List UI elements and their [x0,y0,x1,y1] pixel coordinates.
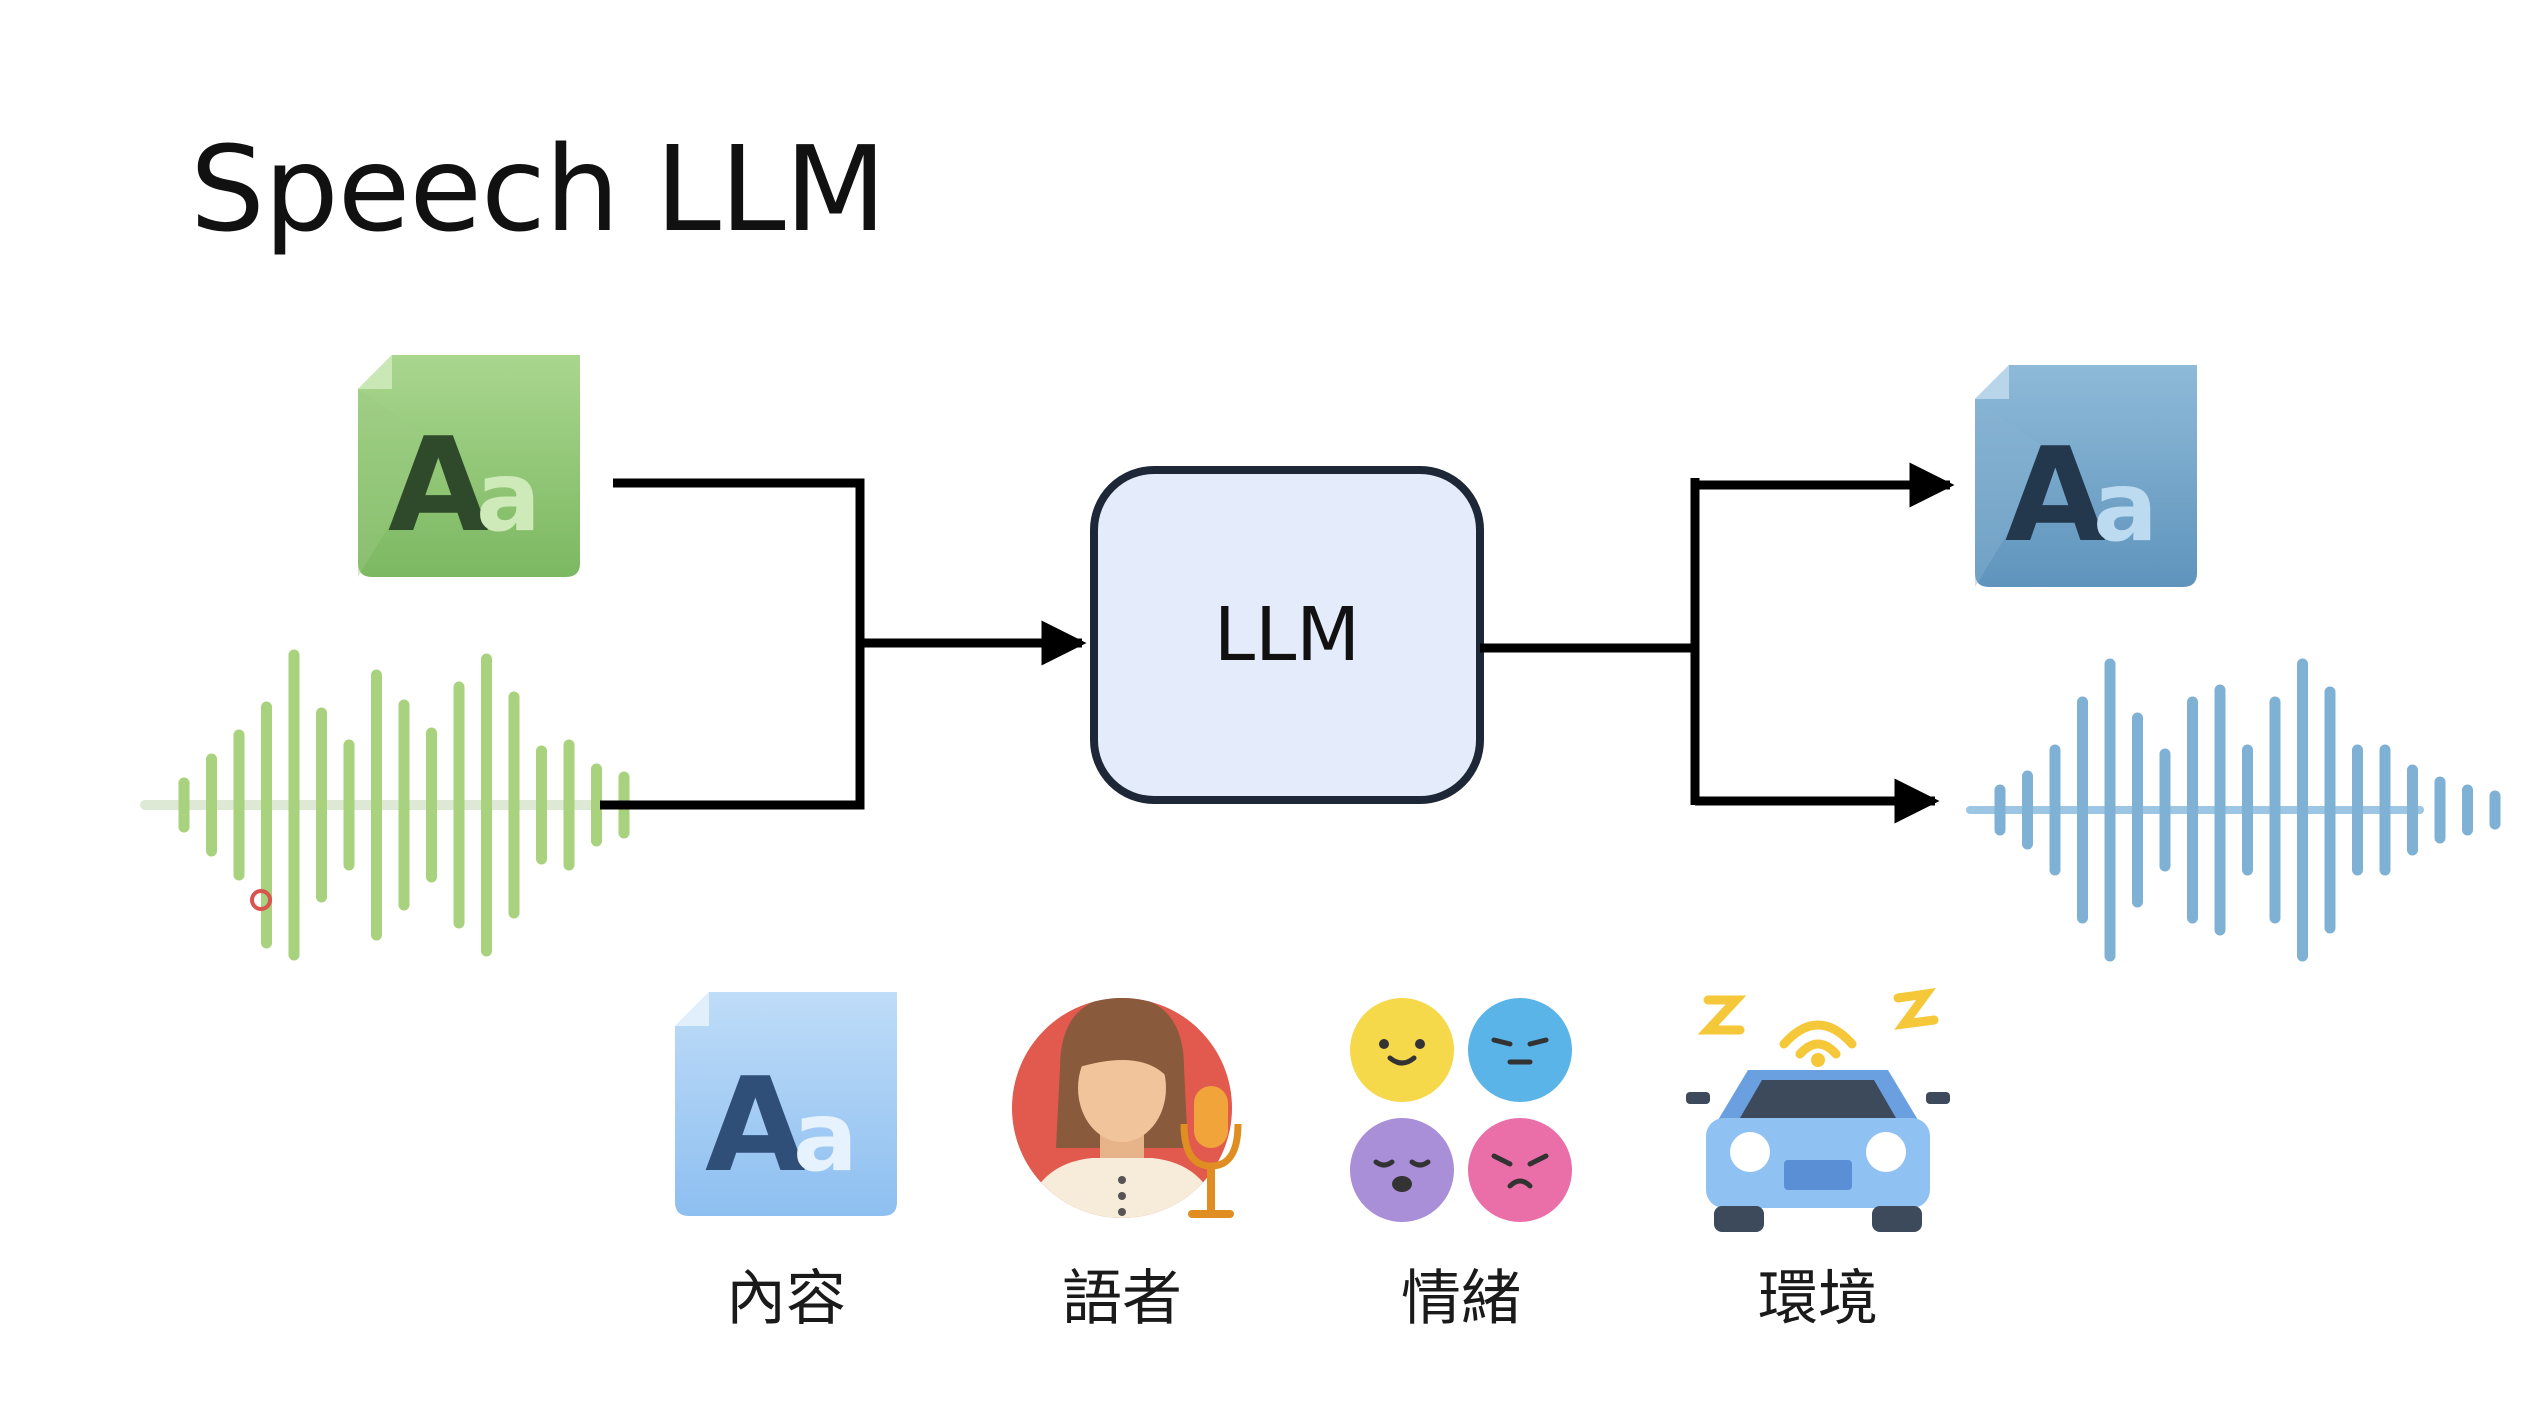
pointer-marker [250,889,272,911]
input-waveform-icon [140,649,630,961]
category-environment-label: 環境 [1758,1264,1878,1334]
output-text-document-icon: A a [1975,365,2197,587]
category-emotion-icon [1350,998,1572,1222]
input-text-document-icon: A a [358,355,580,577]
category-content-icon: A a [675,992,897,1216]
happy-face-icon [1350,998,1454,1102]
svg-text:a: a [476,441,541,553]
svg-text:A: A [388,409,489,561]
llm-label: LLM [1213,592,1361,678]
output-connector [1480,462,1955,824]
output-waveform-icon [1966,658,2501,962]
input-connector [600,478,1087,810]
category-emotion-label: 情緒 [1401,1264,1521,1334]
category-environment-icon [1686,988,1950,1232]
annoyed-face-icon [1468,998,1572,1102]
svg-text:A: A [2005,419,2106,571]
noise-lines-icon [1697,988,1939,1059]
angry-face-icon [1468,1118,1572,1222]
sad-face-icon [1350,1118,1454,1222]
page-title: Speech LLM [190,120,886,258]
category-content-label: 內容 [726,1264,846,1334]
svg-text:a: a [793,1081,858,1193]
microphone-icon [1180,1086,1242,1218]
svg-text:A: A [705,1049,806,1201]
svg-text:a: a [2093,451,2158,563]
category-speaker-icon [1012,998,1242,1218]
category-speaker-label: 語者 [1062,1264,1182,1334]
llm-box [1090,466,1484,804]
